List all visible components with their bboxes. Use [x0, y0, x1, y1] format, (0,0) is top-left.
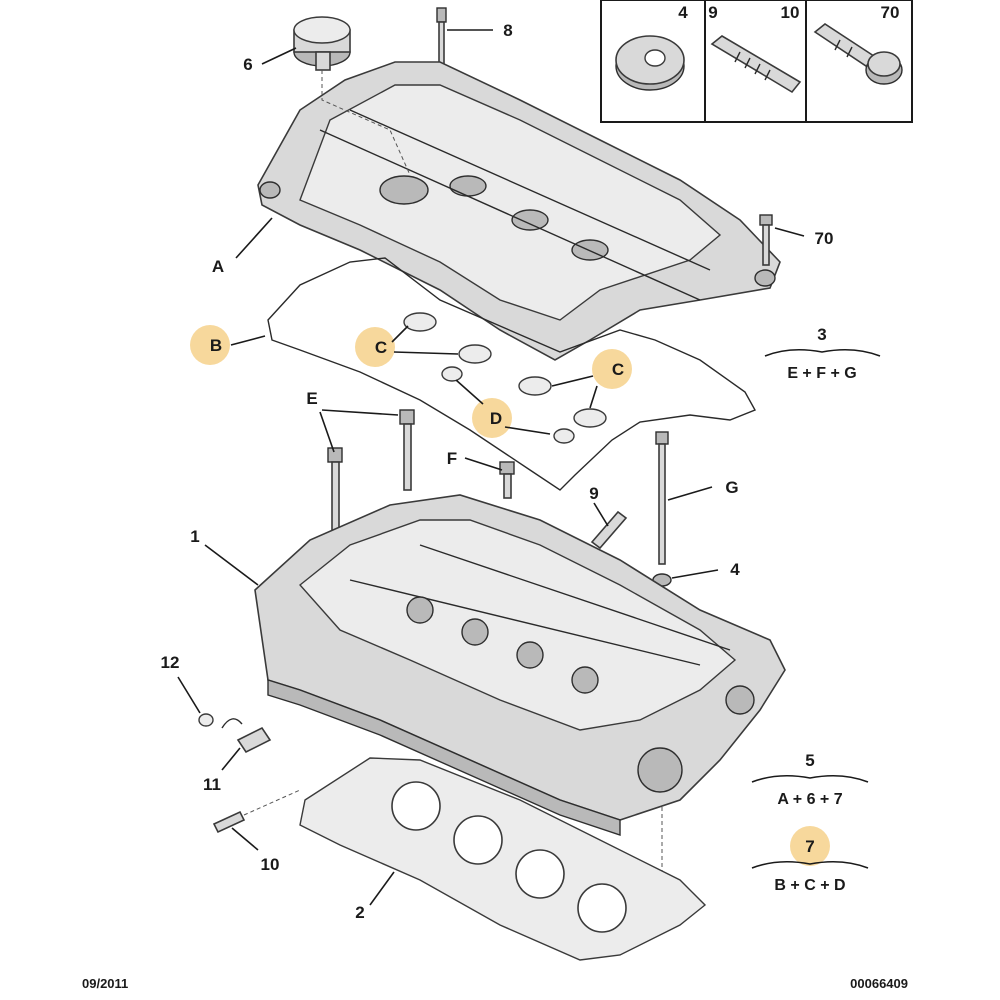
highlight-D [472, 398, 512, 438]
inset-number-10: 10 [781, 3, 800, 22]
label-F: F [447, 449, 457, 468]
footer-date: 09/2011 [82, 976, 128, 991]
kit-number: 7 [805, 837, 814, 856]
kit-number: 5 [805, 751, 814, 770]
leader-lines [177, 29, 805, 906]
label-1: 1 [190, 527, 199, 546]
washer-icon [615, 35, 685, 91]
kit-5: 5 A + 6 + 7 [751, 751, 869, 808]
label-4: 4 [730, 560, 740, 579]
cylinder-head [254, 494, 786, 836]
footer-reference: 00066409 [850, 976, 908, 991]
small-parts-left [198, 713, 301, 834]
valve-cover-gasket [267, 257, 756, 491]
kit-7: 7 B + C + D [751, 837, 869, 894]
highlight-kit-7 [790, 826, 830, 866]
kit-contents: B + C + D [774, 877, 845, 894]
dowel-pin-9 [590, 510, 628, 550]
flange-bolt-icon [813, 23, 903, 85]
head-gasket [299, 757, 707, 961]
oil-filler-cap [293, 16, 351, 71]
fastener-inset: 4 9 10 70 [600, 0, 913, 123]
label-G: G [725, 478, 738, 497]
kit-contents: E + F + G [787, 365, 856, 382]
label-70: 70 [815, 229, 834, 248]
label-A: A [212, 257, 224, 276]
valve-cover [257, 61, 781, 361]
kit-3: 3 E + F + G [764, 325, 881, 382]
inset-number-4: 4 [678, 3, 688, 22]
kit-contents: A + 6 + 7 [777, 791, 842, 808]
kit-number: 3 [817, 325, 826, 344]
label-2: 2 [355, 903, 364, 922]
label-B: B [210, 336, 222, 355]
highlight-B [190, 325, 230, 365]
label-11: 11 [203, 775, 221, 794]
stud-icon [710, 35, 802, 94]
inset-number-9: 9 [708, 3, 717, 22]
label-10: 10 [261, 855, 280, 874]
label-D: D [490, 409, 502, 428]
label-9: 9 [589, 484, 598, 503]
label-6: 6 [243, 55, 252, 74]
bolt-70 [759, 214, 773, 266]
tube-seals [403, 312, 607, 444]
label-C-left: C [375, 338, 387, 357]
label-8: 8 [503, 21, 512, 40]
highlight-C-left [355, 327, 395, 367]
highlight-C-right [592, 349, 632, 389]
label-12: 12 [161, 653, 180, 672]
inset-number-70: 70 [881, 3, 900, 22]
label-C-right: C [612, 360, 624, 379]
label-E: E [306, 389, 317, 408]
